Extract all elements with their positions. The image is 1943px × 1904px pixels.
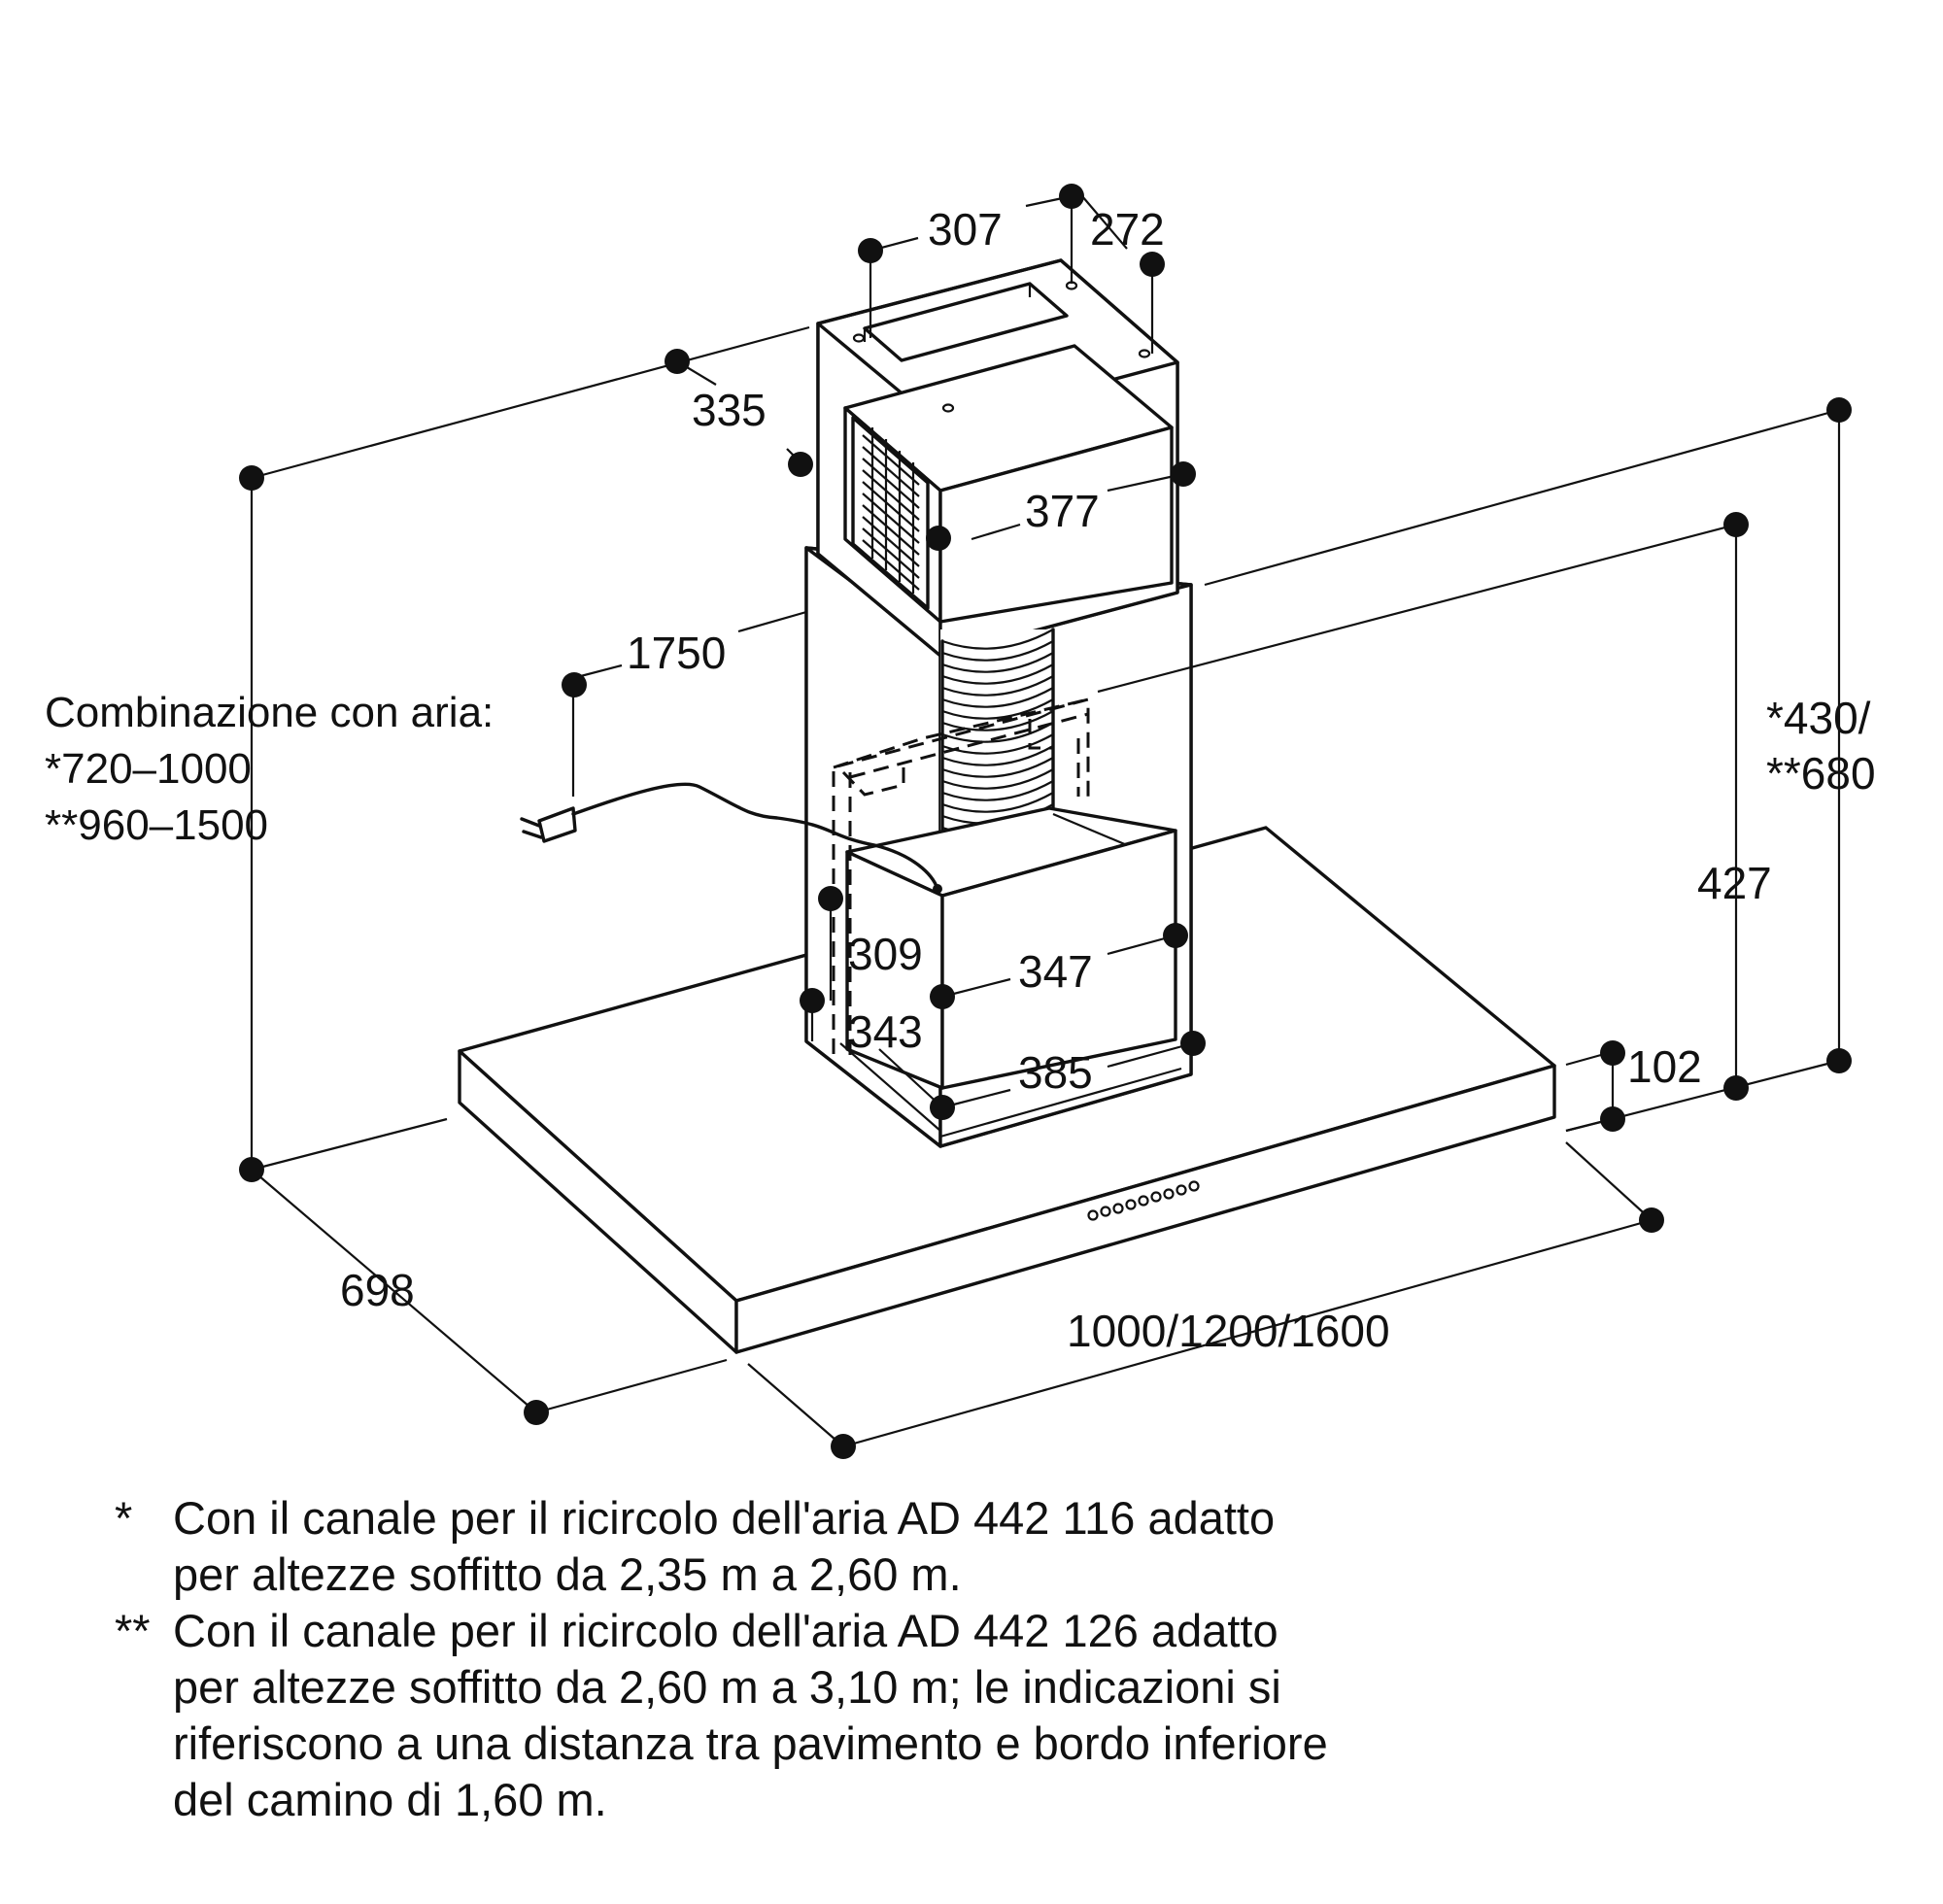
dim-343: 343 [848,1006,923,1057]
control-buttons [1087,1180,1200,1221]
footnote-line: Con il canale per il ricircolo dell'aria… [173,1492,1276,1544]
dim-102: 102 [1627,1041,1702,1092]
dim-1750: 1750 [627,628,726,678]
dim-427: 427 [1697,858,1772,908]
dim-347: 347 [1018,946,1093,997]
footnote-text: Con il canale per il ricircolo dell'aria… [173,1490,1275,1603]
dim-309: 309 [848,929,923,979]
dim-698: 698 [340,1265,415,1315]
air-combination-range-1: *720–1000 [45,745,252,793]
footnote-line: per altezze soffitto da 2,35 m a 2,60 m. [173,1548,962,1600]
grease-filter [851,416,930,610]
dim-430-680-line2: **680 [1766,748,1876,799]
dim-307: 307 [928,204,1003,255]
air-combination-label: Combinazione con aria: [45,689,494,736]
footnote-text: Con il canale per il ricircolo dell'aria… [173,1603,1328,1828]
footnote-mark: ** [115,1605,151,1656]
dimension-endpoints [239,184,1852,1459]
footnotes: * Con il canale per il ricircolo dell'ar… [115,1490,1805,1828]
footnote-double-star: ** Con il canale per il ricircolo dell'a… [115,1603,1805,1828]
dim-385: 385 [1018,1047,1093,1098]
air-combination-range-2: **960–1500 [45,801,268,849]
footnote-line: per altezze soffitto da 2,60 m a 3,10 m;… [173,1661,1281,1713]
footnote-mark: * [115,1492,133,1544]
dashed-recirculation-duct [832,697,1090,1059]
footnote-line: riferiscono a una distanza tra pavimento… [173,1717,1328,1769]
dim-377: 377 [1025,486,1100,536]
dim-335: 335 [692,385,767,435]
dim-272: 272 [1090,204,1165,255]
dimension-labels: 307 272 335 377 1750 309 347 343 385 427… [45,204,1876,1356]
footnote-line: Con il canale per il ricircolo dell'aria… [173,1605,1278,1656]
dim-width: 1000/1200/1600 [1067,1306,1390,1356]
dim-430-680-line1: *430/ [1766,693,1871,743]
footnote-single-star: * Con il canale per il ricircolo dell'ar… [115,1490,1805,1603]
power-cable-plug [520,782,942,894]
footnote-line: del camino di 1,60 m. [173,1774,607,1825]
